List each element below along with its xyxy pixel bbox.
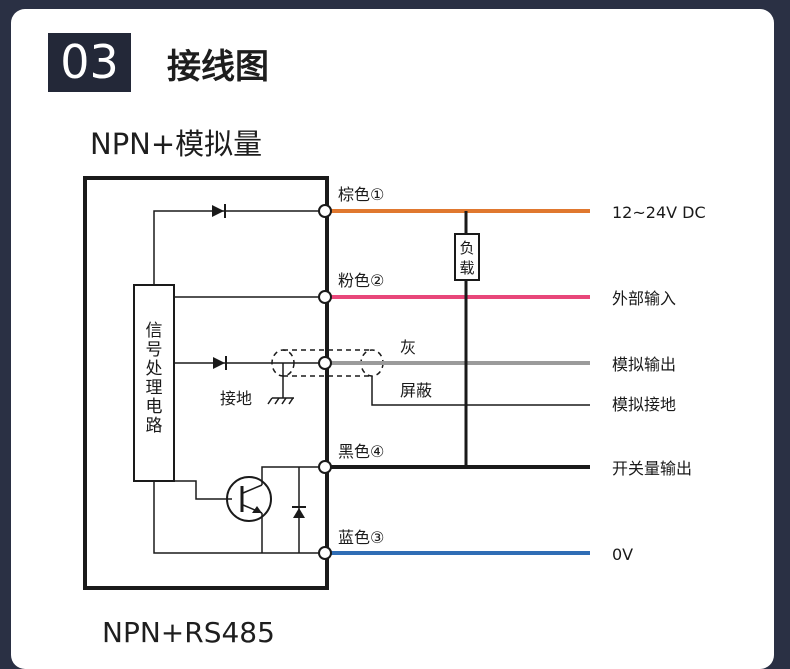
wire-name-blue: 蓝色③: [338, 528, 384, 547]
terminal-blue: [318, 546, 332, 560]
function-label-switch-output: 开关量输出: [612, 459, 692, 478]
diode-icon: [213, 356, 227, 370]
diagram-title-npn-analog: NPN+模拟量: [90, 127, 263, 161]
terminal-pink: [318, 290, 332, 304]
signal-processing-label: 信号处理电路: [146, 321, 163, 436]
npn-transistor-icon: [226, 476, 272, 522]
terminal-black: [318, 460, 332, 474]
load-label: 负载: [459, 239, 474, 277]
function-label-analog-output: 模拟输出: [612, 355, 676, 374]
function-label-external-input: 外部输入: [612, 289, 676, 308]
terminal-brown: [318, 204, 332, 218]
diagram-title-npn-rs485: NPN+RS485: [102, 616, 275, 649]
shield-wire: [371, 376, 590, 406]
function-label-power: 12~24V DC: [612, 203, 706, 222]
section-title: 接线图: [167, 47, 269, 87]
section-number-badge: 03: [48, 33, 131, 92]
diode-icon: [212, 204, 226, 218]
ground-label: 接地: [220, 389, 252, 408]
diode-icon: [292, 506, 306, 518]
wire-name-shield: 屏蔽: [400, 381, 432, 400]
wire-name-black: 黑色④: [338, 442, 384, 461]
function-label-analog-ground: 模拟接地: [612, 395, 676, 414]
wire-name-brown: 棕色①: [338, 185, 384, 204]
ground-icon: [267, 397, 294, 405]
wire-name-gray: 灰: [400, 338, 416, 357]
sensor-housing: [83, 176, 329, 590]
internal-wiring: [153, 210, 325, 554]
terminal-gray: [318, 356, 332, 370]
load-box: [454, 233, 480, 281]
wire-name-pink: 粉色②: [338, 271, 384, 290]
function-label-0v: 0V: [612, 545, 633, 564]
terminals: [318, 204, 332, 560]
wiring-diagram: 信号处理电路: [83, 176, 706, 590]
